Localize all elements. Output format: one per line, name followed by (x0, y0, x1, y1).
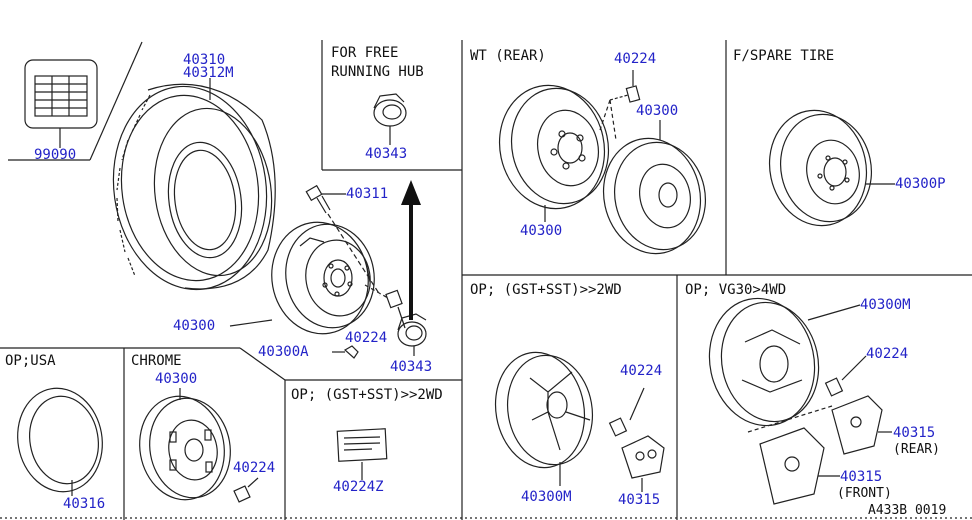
part-number-bolt[interactable]: 40311 (346, 186, 389, 202)
part-number-spare[interactable]: 40300P (895, 176, 946, 192)
part-number-alloy-wheel[interactable]: 40300M (521, 489, 572, 505)
part-number-vg-cap-rear[interactable]: 40315 (893, 425, 936, 441)
op-2wd-bottom-caption: OP; (GST+SST)>>2WD (291, 387, 443, 403)
panel-borders (0, 40, 972, 520)
alloy-nut-drawing (608, 387, 645, 437)
alloy-wheel-drawing (494, 351, 594, 486)
op-usa-caption: OP;USA (5, 353, 56, 369)
part-number-alloy-nut[interactable]: 40224 (620, 363, 663, 379)
part-number-rear-outer-wheel[interactable]: 40300 (520, 223, 563, 239)
tire-drawing (112, 83, 276, 291)
op-vg30-4wd-caption: OP; VG30>4WD (685, 282, 787, 298)
vg-front-note: (FRONT) (837, 486, 892, 501)
alloy-cap-drawing (621, 435, 665, 492)
part-number-free-hub-cap[interactable]: 40343 (365, 146, 408, 162)
main-wheel-drawing (271, 221, 375, 335)
part-number-rear-inner-wheel[interactable]: 40300 (636, 103, 679, 119)
vg-nut-drawing (824, 355, 867, 397)
chrome-nut-drawing (233, 477, 259, 503)
diagram-code: A433B 0019 (868, 503, 947, 518)
clip-drawing (332, 345, 359, 359)
part-number-label[interactable]: 40224Z (333, 479, 384, 495)
part-number-chrome-wheel[interactable]: 40300 (155, 371, 198, 387)
spare-wheel-drawing (768, 109, 895, 227)
part-number-tire-a[interactable]: 40310 (183, 52, 226, 68)
spare-tire-caption: F/SPARE TIRE (733, 48, 835, 64)
part-number-alloy-cap[interactable]: 40315 (618, 492, 661, 508)
free-hub-caption-2: RUNNING HUB (331, 64, 424, 80)
part-number-wheel-a[interactable]: 40300A (258, 344, 309, 360)
part-number-nut[interactable]: 40224 (345, 330, 388, 346)
free-hub-drawing (373, 93, 407, 145)
vg-cap-front-drawing (747, 405, 840, 505)
part-number-table[interactable]: 99090 (34, 147, 77, 163)
bolt-drawing (305, 184, 381, 296)
part-number-vg-cap-front[interactable]: 40315 (840, 469, 883, 485)
parts-table-icon (24, 59, 98, 129)
rear-inner-wheel-drawing (602, 120, 707, 255)
nut-drawing (364, 284, 406, 329)
part-number-hub-cap[interactable]: 40343 (390, 359, 433, 375)
free-hub-caption-1: FOR FREE (331, 45, 399, 61)
label-card-drawing (336, 428, 388, 480)
part-number-main-wheel[interactable]: 40300 (173, 318, 216, 334)
part-number-rear-nut[interactable]: 40224 (614, 51, 657, 67)
chrome-wheel-drawing (139, 388, 231, 501)
part-number-vg-nut[interactable]: 40224 (866, 346, 909, 362)
arrow-up-icon (401, 180, 421, 320)
op-2wd-right-caption: OP; (GST+SST)>>2WD (470, 282, 622, 298)
chrome-caption: CHROME (131, 353, 182, 369)
vg-rear-note: (REAR) (893, 442, 940, 457)
vg-cap-rear-drawing (831, 395, 892, 455)
trim-ring-drawing (17, 387, 103, 496)
part-number-vg-wheel[interactable]: 40300M (860, 297, 911, 313)
part-number-chrome-nut[interactable]: 40224 (233, 460, 276, 476)
part-number-usa-trim[interactable]: 40316 (63, 496, 106, 512)
wt-rear-caption: WT (REAR) (470, 48, 546, 64)
part-number-tire-b[interactable]: 40312M (183, 65, 234, 81)
vg-wheel-drawing (708, 297, 861, 427)
rear-nut-drawing (599, 70, 641, 141)
rear-wheel-drawing (498, 84, 610, 222)
